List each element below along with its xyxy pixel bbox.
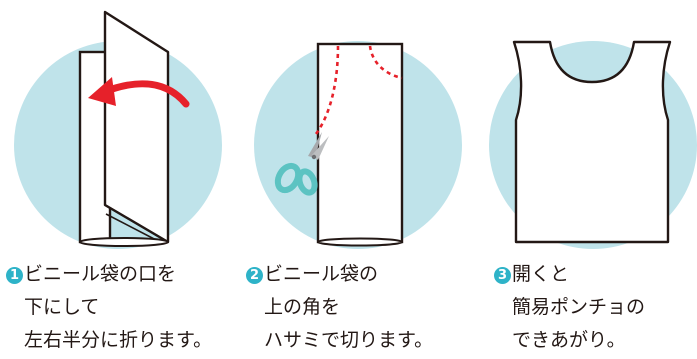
- step-1-line-1: ビニール袋の口を: [24, 263, 177, 285]
- step-2-line-3: ハサミで切ります。: [264, 329, 434, 351]
- step-number-badge: 1: [6, 267, 23, 284]
- step-1-line-2: 下にして: [24, 296, 100, 318]
- step-number-badge: 3: [494, 267, 511, 284]
- fold-crease: [104, 204, 169, 243]
- step-3-line-2: 簡易ポンチョの: [512, 296, 646, 318]
- bag-bottom-opening: [317, 237, 403, 247]
- step-1-line-3: 左右半分に折ります。: [24, 329, 213, 351]
- step-2-line-1: ビニール袋の: [264, 263, 379, 285]
- scissors-icon: [274, 132, 329, 196]
- folded-bag: [316, 42, 404, 244]
- cut-line-neck: [368, 45, 403, 80]
- step-3-line-3: できあがり。: [512, 329, 626, 351]
- step-number-badge: 2: [246, 267, 263, 284]
- step-1-illustration: [14, 10, 222, 249]
- fold-crease-inner: [105, 213, 161, 243]
- cut-line-armhole: [314, 45, 340, 135]
- bag-bottom-opening: [79, 237, 169, 247]
- step-2-line-2: 上の角を: [264, 296, 341, 318]
- poncho-icon: [512, 40, 672, 244]
- step-3-line-1: 開くと: [512, 263, 570, 285]
- step-3-illustration: [489, 40, 697, 249]
- fold-arrow-icon: [100, 80, 190, 108]
- bag-folded-half: [103, 10, 170, 244]
- step-2-illustration: [254, 41, 462, 249]
- fold-arrow-head-icon: [88, 77, 116, 106]
